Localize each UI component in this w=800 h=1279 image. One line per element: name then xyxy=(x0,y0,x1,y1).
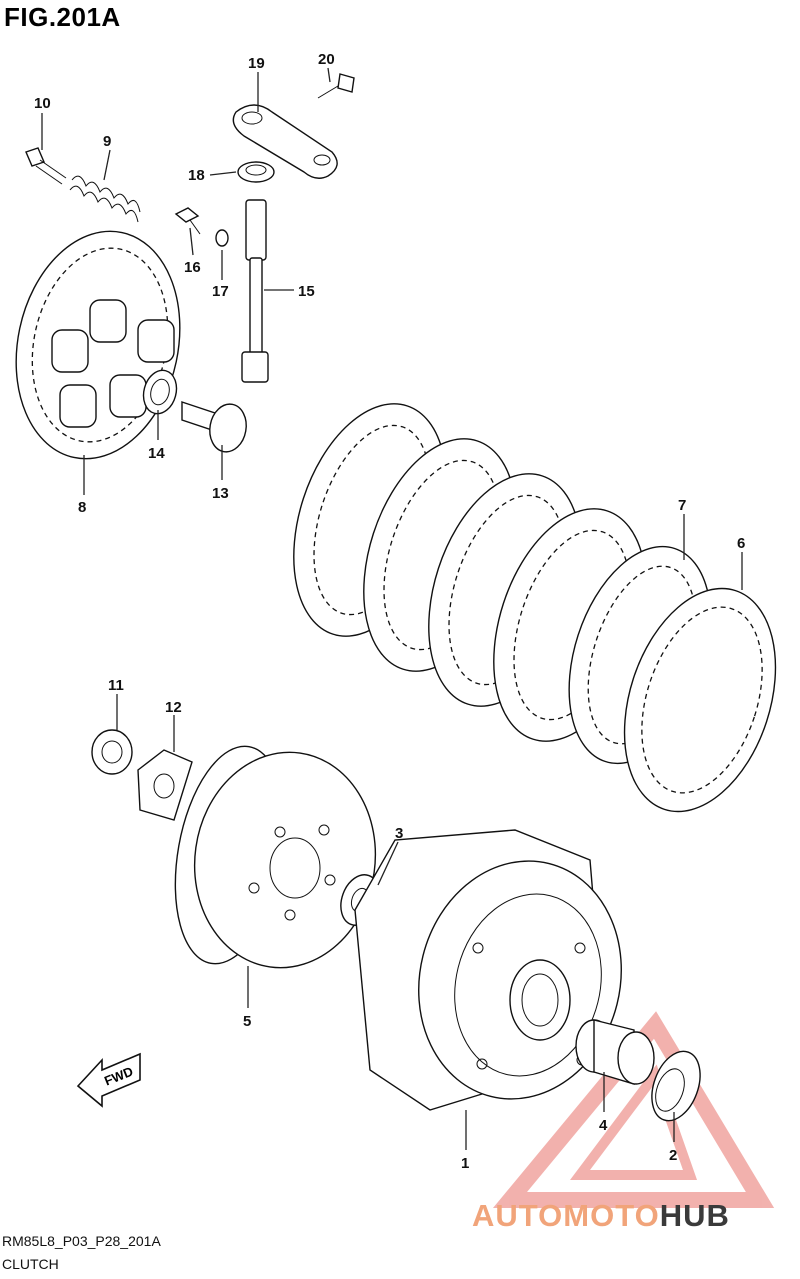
callout-8: 8 xyxy=(78,499,86,516)
callout-11: 11 xyxy=(108,677,124,694)
part-9-spring xyxy=(69,175,141,223)
leader-lines xyxy=(41,67,743,1150)
callout-6: 6 xyxy=(737,535,745,552)
part-17-washer xyxy=(215,229,229,247)
part-14-bearing xyxy=(142,369,178,415)
part-18-oil-seal xyxy=(237,161,275,183)
part-13-push-piece xyxy=(181,401,247,453)
callout-19: 19 xyxy=(248,55,265,72)
part-12-lock-washer xyxy=(137,749,193,821)
part-11-nut xyxy=(91,729,133,775)
watermark-logo: AUTOMOTOHUB xyxy=(472,1198,730,1234)
clutch-plates-stack xyxy=(293,403,777,813)
callout-13: 13 xyxy=(212,485,229,502)
diagram-name: CLUTCH xyxy=(2,1256,59,1272)
part-1-clutch-housing xyxy=(354,829,622,1111)
part-4-needle-bearing xyxy=(575,1019,655,1085)
callout-14: 14 xyxy=(148,445,165,462)
part-20-bolt xyxy=(317,73,355,99)
callout-9: 9 xyxy=(103,133,111,150)
callout-5: 5 xyxy=(243,1013,251,1030)
watermark-triangle-icon xyxy=(492,1011,775,1208)
callout-4: 4 xyxy=(599,1117,608,1134)
part-8-pressure-plate xyxy=(15,230,181,460)
part-19-release-arm xyxy=(232,104,338,179)
part-6-plate xyxy=(623,587,777,813)
callout-16: 16 xyxy=(184,259,201,276)
part-16-bolt xyxy=(174,207,201,235)
callout-17: 17 xyxy=(212,283,229,300)
callout-15: 15 xyxy=(298,283,315,300)
part-10-bolt xyxy=(25,147,67,185)
callout-18: 18 xyxy=(188,167,205,184)
fwd-arrow-icon: FWD xyxy=(76,1052,141,1108)
callout-12: 12 xyxy=(165,699,182,716)
diagram-code: RM85L8_P03_P28_201A xyxy=(2,1233,161,1249)
part-15-release-shaft xyxy=(241,199,269,383)
callout-7: 7 xyxy=(678,497,686,514)
part-2-spacer xyxy=(651,1050,701,1122)
figure-title: FIG.201A xyxy=(4,2,121,32)
watermark-text-1: AUTOMOTO xyxy=(472,1198,660,1233)
callout-1: 1 xyxy=(461,1155,469,1172)
callout-3: 3 xyxy=(395,825,403,842)
callout-2: 2 xyxy=(669,1147,677,1164)
callout-10: 10 xyxy=(34,95,51,112)
watermark-text-2: HUB xyxy=(659,1198,730,1233)
part-5-sleeve-hub xyxy=(174,745,377,969)
callout-20: 20 xyxy=(318,51,335,68)
